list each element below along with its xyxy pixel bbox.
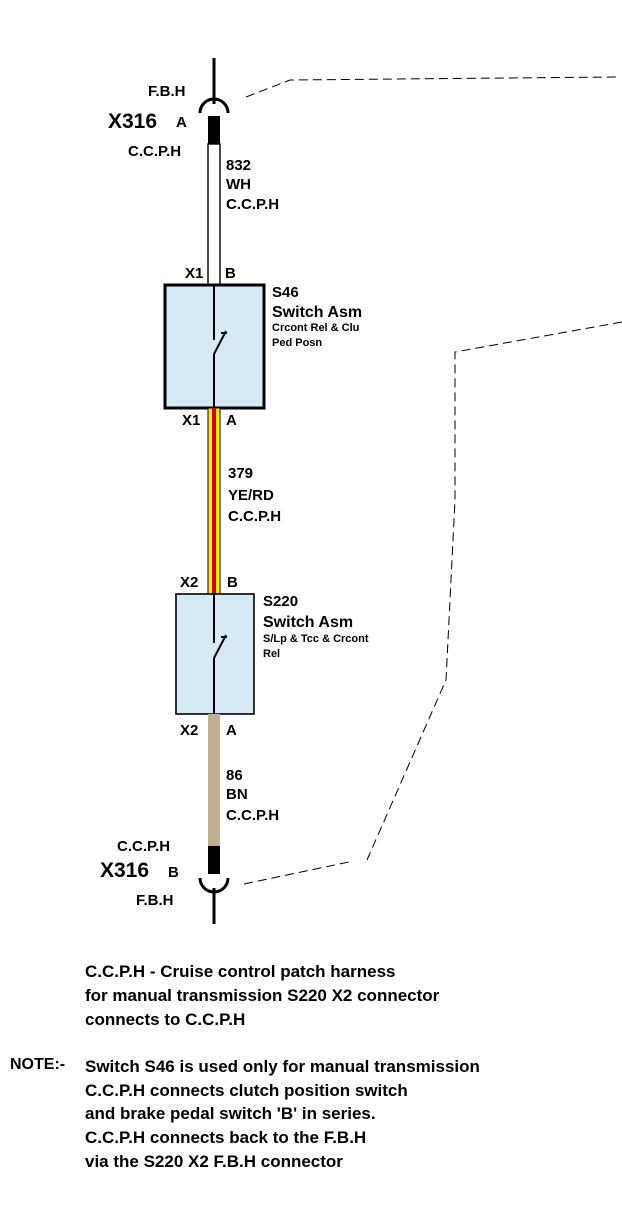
legend-line-2: for manual transmission S220 X2 connecto…	[85, 986, 440, 1005]
s46-top-connector: X1	[185, 265, 203, 282]
note-line-3: and brake pedal switch 'B' in series.	[85, 1104, 376, 1123]
s220-desc2: Rel	[263, 648, 280, 660]
note-line-1: Switch S46 is used only for manual trans…	[85, 1057, 480, 1076]
s46-desc2: Ped Posn	[272, 337, 322, 349]
bottom-connector-label-above: C.C.P.H	[117, 838, 170, 855]
s220-desc1: S/Lp & Tcc & Crcont	[263, 633, 369, 645]
s46-desc1: Crcont Rel & Clu	[272, 322, 359, 334]
wire-379-color: YE/RD	[228, 487, 274, 504]
wire-832-color: WH	[226, 176, 251, 193]
wire-832-wh	[207, 143, 221, 286]
top-connector-label-above: F.B.H	[148, 83, 186, 100]
switch-s220	[175, 593, 255, 715]
switch-s46	[163, 283, 266, 410]
s46-type: Switch Asm	[272, 304, 362, 321]
note-line-5: via the S220 X2 F.B.H connector	[85, 1152, 343, 1171]
s46-id: S46	[272, 284, 299, 301]
wire-86-harness: C.C.P.H	[226, 807, 279, 824]
s46-top-pin: B	[225, 265, 236, 282]
s220-id: S220	[263, 593, 298, 610]
connector-x316-b	[198, 846, 230, 924]
s46-bottom-pin: A	[226, 412, 237, 429]
note-line-4: C.C.P.H connects back to the F.B.H	[85, 1128, 367, 1147]
bottom-connector-name: X316	[100, 859, 149, 882]
connector-x316-a	[198, 58, 230, 144]
note-label: NOTE:-	[10, 1056, 66, 1073]
wire-379-circuit: 379	[228, 465, 253, 482]
wire-832-circuit: 832	[226, 157, 251, 174]
harness-boundary-dashed	[243, 76, 622, 885]
bottom-connector-label-below: F.B.H	[136, 892, 174, 909]
legend-line-3: connects to C.C.P.H	[85, 1010, 246, 1029]
wire-379-ye-rd	[207, 407, 221, 595]
top-connector-pin: A	[176, 114, 187, 131]
wire-86-circuit: 86	[226, 767, 243, 784]
note-line-2: C.C.P.H connects clutch position switch	[85, 1081, 408, 1100]
top-connector-name: X316	[108, 110, 157, 133]
s220-type: Switch Asm	[263, 614, 353, 631]
legend-line-1: C.C.P.H - Cruise control patch harness	[85, 962, 396, 981]
s220-bottom-pin: A	[226, 722, 237, 739]
wire-379-harness: C.C.P.H	[228, 508, 281, 525]
wire-86-bn	[208, 714, 220, 846]
s220-top-pin: B	[227, 574, 238, 591]
wire-86-color: BN	[226, 786, 248, 803]
wire-832-harness: C.C.P.H	[226, 196, 279, 213]
s46-bottom-connector: X1	[182, 412, 200, 429]
top-connector-label-below: C.C.P.H	[128, 143, 181, 160]
bottom-connector-pin: B	[168, 864, 179, 881]
s220-bottom-connector: X2	[180, 722, 198, 739]
s220-top-connector: X2	[180, 574, 198, 591]
